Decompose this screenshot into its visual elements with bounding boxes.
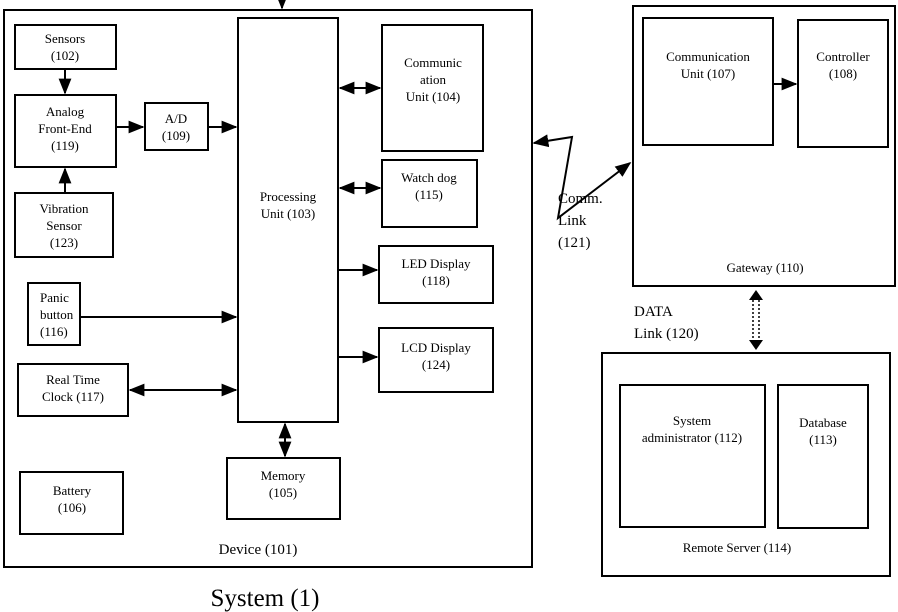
data-link-connector — [749, 290, 763, 350]
analog-front-end-line1: Analog — [46, 104, 85, 119]
analog-front-end-block: Analog Front-End (119) — [15, 95, 116, 167]
analog-front-end-line3: (119) — [51, 138, 79, 153]
memory-line2: (105) — [269, 485, 297, 500]
database-line2: (113) — [809, 432, 837, 447]
analog-front-end-line2: Front-End — [38, 121, 92, 136]
memory-line1: Memory — [261, 468, 306, 483]
panic-button-block: Panic button (116) — [28, 283, 80, 345]
lcd-display-line1: LCD Display — [401, 340, 471, 355]
comm-link-line2: Link — [558, 213, 587, 229]
sensors-block: Sensors (102) — [15, 25, 116, 69]
vibration-sensor-line3: (123) — [50, 235, 78, 250]
processing-unit-line1: Processing — [260, 189, 317, 204]
sensors-label-line2: (102) — [51, 48, 79, 63]
device-label: Device (101) — [219, 542, 298, 558]
database-line1: Database — [799, 415, 847, 430]
system-administrator-line2: administrator (112) — [642, 430, 742, 445]
data-link-line1: DATA — [634, 304, 673, 320]
battery-block: Battery (106) — [20, 472, 123, 534]
led-display-line2: (118) — [422, 273, 450, 288]
real-time-clock-line1: Real Time — [46, 372, 100, 387]
memory-block: Memory (105) — [227, 458, 340, 519]
device-communication-unit-line1: Communic — [404, 55, 462, 70]
system-administrator-block: System administrator (112) — [620, 385, 765, 527]
panic-button-line2: button — [40, 307, 74, 322]
vibration-sensor-line1: Vibration — [39, 201, 89, 216]
controller-block: Controller (108) — [798, 20, 888, 147]
vibration-sensor-block: Vibration Sensor (123) — [15, 193, 113, 257]
remote-server-label: Remote Server (114) — [683, 540, 792, 555]
watch-dog-line2: (115) — [415, 187, 443, 202]
comm-link-line3: (121) — [558, 235, 591, 251]
battery-line2: (106) — [58, 500, 86, 515]
panic-button-line3: (116) — [40, 324, 68, 339]
real-time-clock-block: Real Time Clock (117) — [18, 364, 128, 416]
comm-link-line1: Comm. — [558, 191, 603, 207]
data-link-line2: Link (120) — [634, 326, 699, 342]
ad-converter-block: A/D (109) — [145, 103, 208, 150]
ad-converter-line1: A/D — [165, 111, 187, 126]
device-communication-unit-block: Communic ation Unit (104) — [382, 25, 483, 151]
gateway-communication-unit-line1: Communication — [666, 49, 750, 64]
lcd-display-block: LCD Display (124) — [379, 328, 493, 392]
panic-button-line1: Panic — [40, 290, 69, 305]
lcd-display-line2: (124) — [422, 357, 450, 372]
system-label: System (1) — [210, 585, 319, 612]
watch-dog-line1: Watch dog — [401, 170, 457, 185]
database-block: Database (113) — [778, 385, 868, 528]
gateway-label: Gateway (110) — [726, 260, 803, 275]
real-time-clock-line2: Clock (117) — [42, 389, 104, 404]
controller-line1: Controller — [816, 49, 870, 64]
gateway-communication-unit-line2: Unit (107) — [681, 66, 736, 81]
processing-unit-block: Processing Unit (103) — [238, 18, 338, 422]
watch-dog-block: Watch dog (115) — [382, 160, 477, 227]
device-communication-unit-line3: Unit (104) — [406, 89, 461, 104]
vibration-sensor-line2: Sensor — [46, 218, 82, 233]
gateway-communication-unit-block: Communication Unit (107) — [643, 18, 773, 145]
system-administrator-line1: System — [673, 413, 711, 428]
controller-line2: (108) — [829, 66, 857, 81]
ad-converter-line2: (109) — [162, 128, 190, 143]
sensors-label-line1: Sensors — [45, 31, 85, 46]
processing-unit-line2: Unit (103) — [261, 206, 316, 221]
led-display-line1: LED Display — [402, 256, 471, 271]
device-communication-unit-line2: ation — [420, 72, 446, 87]
led-display-block: LED Display (118) — [379, 246, 493, 303]
battery-line1: Battery — [53, 483, 92, 498]
